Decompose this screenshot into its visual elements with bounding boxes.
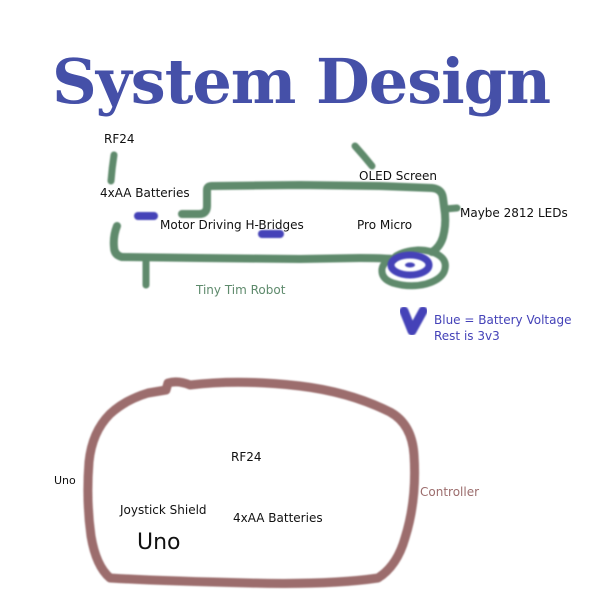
legend-block: Blue = Battery Voltage Rest is 3v3 (434, 313, 571, 343)
robot-label-2812-leds: Maybe 2812 LEDs (460, 206, 568, 220)
robot-label-pro-micro: Pro Micro (357, 218, 413, 232)
upper-bus-wire (178, 181, 449, 218)
pro-micro-feed-wire (428, 210, 450, 256)
legend-line-rest-3v3: Rest is 3v3 (434, 329, 500, 344)
controller-label-rf24: RF24 (231, 450, 262, 464)
controller-label-uno-large: Uno (137, 530, 181, 555)
lower-bus-wire (118, 253, 397, 263)
robot-caption-tiny-tim: Tiny Tim Robot (196, 283, 286, 297)
rf24-wire-stub (107, 151, 118, 185)
legend-v-marker (399, 306, 428, 336)
pro-micro-blue-ring (387, 251, 433, 279)
left-riser-wire (109, 222, 126, 261)
battery-voltage-markers (134, 212, 433, 279)
controller-outline-group (83, 377, 420, 588)
robot-wiring-group (107, 142, 461, 290)
controller-label-uno-small: Uno (54, 474, 76, 487)
robot-label-rf24: RF24 (104, 132, 135, 146)
robot-label-oled-screen: OLED Screen (359, 169, 438, 183)
legend-line-blue-battery: Blue = Battery Voltage (434, 313, 572, 327)
led-branch-stub (441, 204, 461, 213)
controller-label-batteries: 4xAA Batteries (233, 511, 323, 525)
robot-label-h-bridges: Motor Driving H-Bridges (160, 218, 304, 232)
controller-label-joystick-shield: Joystick Shield (120, 503, 207, 517)
controller-outline-blob (83, 377, 420, 588)
pro-micro-loop-wire (378, 246, 449, 290)
controller-caption: Controller (420, 485, 480, 499)
battery-marker-center (258, 230, 284, 238)
robot-label-batteries: 4xAA Batteries (100, 186, 190, 200)
battery-marker-left (134, 212, 158, 220)
pro-micro-blue-core (405, 262, 415, 268)
page-title: System Design (52, 45, 551, 118)
oled-wire-stub (351, 142, 376, 170)
